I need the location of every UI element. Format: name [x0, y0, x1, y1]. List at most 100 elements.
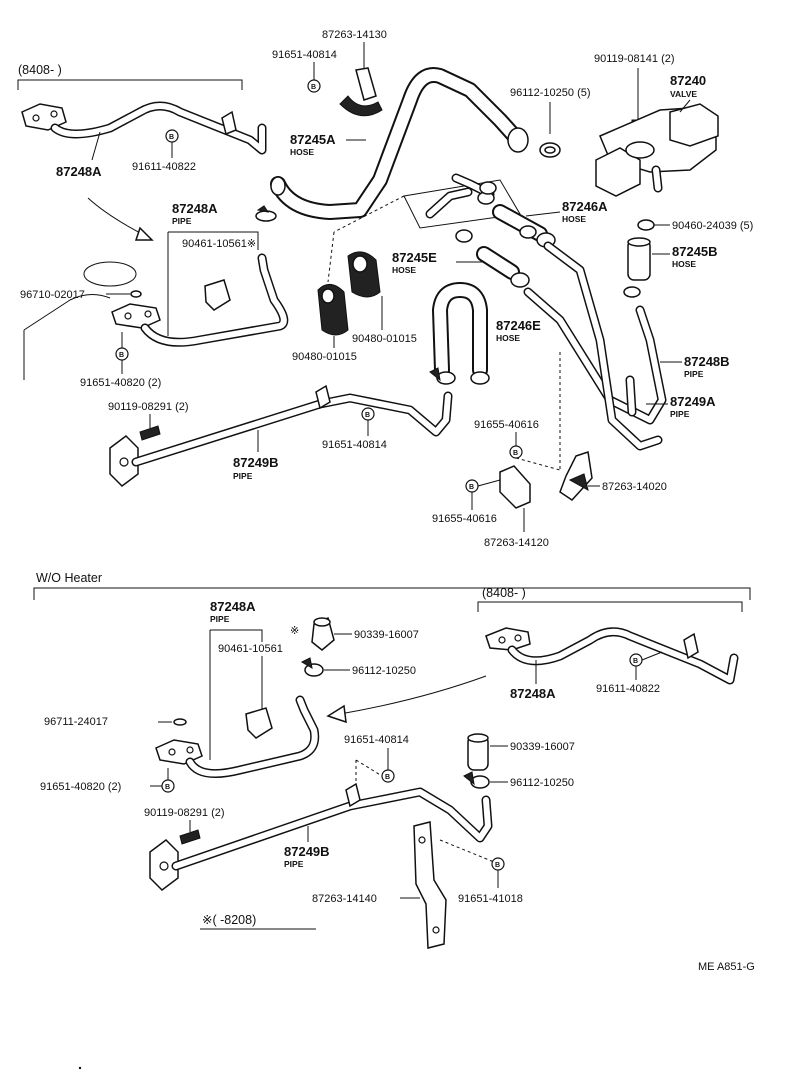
label-87240: 87240	[670, 73, 706, 88]
label-87248a-bl: 87248A	[210, 599, 256, 614]
label-91651-40814-mid: 91651-40814	[322, 439, 387, 451]
pipe-87249b-top[interactable]	[109, 384, 453, 487]
pipe-87248a-top[interactable]	[21, 101, 267, 155]
speck	[78, 1066, 82, 1070]
svg-text:B: B	[513, 450, 518, 457]
hose-clamp-icon	[300, 657, 324, 677]
label-87248a-mid-sub: PIPE	[172, 216, 192, 226]
bolt-icon: B	[165, 129, 179, 143]
clamp-87263-14130[interactable]	[339, 67, 383, 117]
bolt-icon: B	[381, 769, 395, 783]
label-96710-02017: 96710-02017	[20, 289, 85, 301]
svg-text:B: B	[469, 484, 474, 491]
engine-outline	[23, 294, 111, 331]
range-bracket-top: (8408- )	[17, 63, 243, 90]
hose-90339-16007-a[interactable]	[311, 616, 335, 651]
clamp-87263-14020[interactable]	[559, 451, 593, 501]
bolt-icon: B	[465, 479, 479, 493]
hose-87245e[interactable]	[455, 229, 530, 288]
hose-90339-16007-b[interactable]	[467, 733, 489, 771]
svg-text:B: B	[119, 352, 124, 359]
label-90480-01015-b: 90480-01015	[352, 333, 417, 345]
bolt-icon: B	[491, 857, 505, 871]
label-87245a: 87245A	[290, 132, 336, 147]
label-87263-14140: 87263-14140	[312, 893, 377, 905]
label-87245a-sub: HOSE	[290, 147, 314, 157]
bracket-87263-14140[interactable]	[413, 821, 447, 949]
label-87248a-mid: 87248A	[172, 201, 218, 216]
label-87248a-br: 87248A	[510, 686, 556, 701]
pipe-87248a-mid[interactable]	[111, 253, 289, 347]
bolt-icon: B	[115, 347, 129, 361]
pipe-87248a-br[interactable]	[485, 627, 739, 685]
label-90119-08291-bot: 90119-08291 (2)	[144, 807, 225, 819]
label-91651-40814-bot: 91651-40814	[344, 734, 409, 746]
label-87248a-bl-sub: PIPE	[210, 614, 230, 624]
svg-text:B: B	[365, 412, 370, 419]
arrow-head-icon	[326, 704, 347, 724]
note-range: ※( -8208)	[200, 913, 316, 930]
grommet-90480-01015-a[interactable]	[317, 284, 349, 336]
label-96711-24017: 96711-24017	[44, 716, 108, 728]
svg-text:B: B	[311, 84, 316, 91]
label-87240-sub: VALVE	[670, 89, 697, 99]
gasket-ring	[173, 718, 187, 726]
hose-87246e[interactable]	[432, 282, 488, 378]
svg-text:B: B	[633, 658, 638, 665]
pipe-87248a-bl[interactable]	[155, 695, 320, 779]
hose-clamp-icon	[637, 219, 655, 231]
section-wo-heater-label: W/O Heater	[36, 571, 102, 585]
arrow-head-icon	[134, 226, 154, 241]
junction-plate[interactable]	[403, 173, 521, 229]
label-90461-10561-bot: 90461-10561	[218, 643, 283, 655]
label-87263-14130: 87263-14130	[322, 29, 387, 41]
gasket-ring	[83, 261, 137, 287]
label-87249a: 87249A	[670, 394, 716, 409]
label-96112-10250-b: 96112-10250	[510, 777, 574, 789]
bolt-icon: B	[361, 407, 375, 421]
label-87249b-bot: 87249B	[284, 844, 330, 859]
pipe-87249b-bot[interactable]	[149, 782, 493, 891]
label-87246a-sub: HOSE	[562, 214, 586, 224]
grommet-90480-01015-b[interactable]	[347, 251, 381, 298]
hose-clamp-icon	[623, 286, 641, 298]
label-87249b-top: 87249B	[233, 455, 279, 470]
diagram-code: ME A851-G	[698, 961, 755, 973]
note-range-label: ※( -8208)	[202, 913, 256, 927]
valve-87240[interactable]	[595, 103, 719, 197]
label-87263-14120: 87263-14120	[484, 537, 549, 549]
label-87245b: 87245B	[672, 244, 718, 259]
clamp-87263-14120[interactable]	[499, 465, 531, 509]
label-87263-14020: 87263-14020	[602, 481, 667, 493]
label-87248b-sub: PIPE	[684, 369, 704, 379]
label-90480-01015-a: 90480-01015	[292, 351, 357, 363]
hose-clamp-icon	[463, 771, 490, 789]
label-87248b: 87248B	[684, 354, 730, 369]
hose-87245b[interactable]	[627, 237, 651, 281]
bolt-icon: B	[161, 779, 175, 793]
svg-text:B: B	[385, 774, 390, 781]
range-label-top: (8408- )	[18, 63, 62, 77]
pipe-87249a[interactable]	[543, 241, 663, 451]
label-91655-40616-a: 91655-40616	[474, 419, 539, 431]
note-asterisk: ※	[290, 625, 299, 637]
label-87249b-bot-sub: PIPE	[284, 859, 304, 869]
label-91651-40820-top: 91651-40820 (2)	[80, 377, 161, 389]
label-91655-40616-b: 91655-40616	[432, 513, 497, 525]
section-wo-heater-bracket: W/O Heater	[33, 571, 751, 600]
arrow-icon	[339, 675, 487, 715]
label-96112-10250-5: 96112-10250 (5)	[510, 87, 591, 99]
pipe-87248b[interactable]	[523, 287, 667, 425]
label-91611-40822-top: 91611-40822	[132, 161, 196, 173]
svg-text:B: B	[495, 862, 500, 869]
label-96112-10250-a: 96112-10250	[352, 665, 416, 677]
hose-clamp-icon	[429, 367, 490, 385]
hose-87245a[interactable]	[270, 67, 529, 220]
hose-clamp-icon	[539, 142, 561, 158]
label-87249a-sub: PIPE	[670, 409, 690, 419]
label-90339-16007-a: 90339-16007	[354, 629, 419, 641]
label-90460-24039: 90460-24039 (5)	[672, 220, 753, 232]
label-90339-16007-b: 90339-16007	[510, 741, 575, 753]
label-87246e: 87246E	[496, 318, 541, 333]
